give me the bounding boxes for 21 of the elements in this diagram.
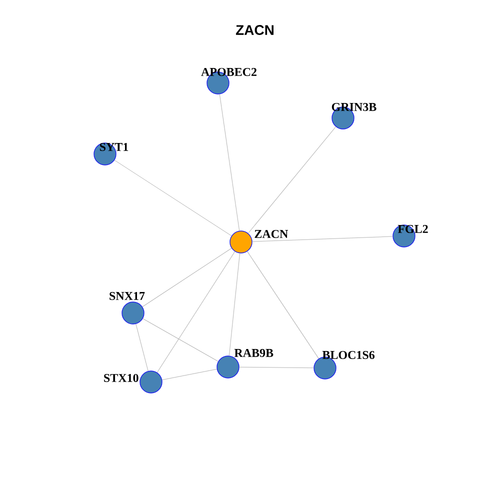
connector-line (114, 160, 232, 236)
node-label: STX10 (104, 374, 138, 382)
connector-line (156, 251, 236, 373)
node-label: SYT1 (100, 142, 128, 152)
connector-line (252, 236, 393, 242)
connector-line (248, 126, 336, 234)
connector-line (136, 324, 148, 372)
connector-line (228, 253, 240, 356)
node-label: ZACN (254, 230, 288, 238)
connector-line (239, 366, 314, 368)
node-label: APOBEC2 (201, 68, 256, 76)
connector-line (219, 94, 240, 232)
node-label: BLOC1S6 (322, 350, 375, 360)
node-label: GRIN3B (332, 102, 376, 112)
connector-line (142, 248, 232, 308)
node-label: SNX17 (110, 292, 145, 300)
connector-line (247, 251, 319, 359)
connector-line (162, 368, 218, 380)
connector-line (142, 318, 218, 362)
node-label: RAB9B (234, 348, 274, 358)
title: ZACN (236, 25, 274, 35)
